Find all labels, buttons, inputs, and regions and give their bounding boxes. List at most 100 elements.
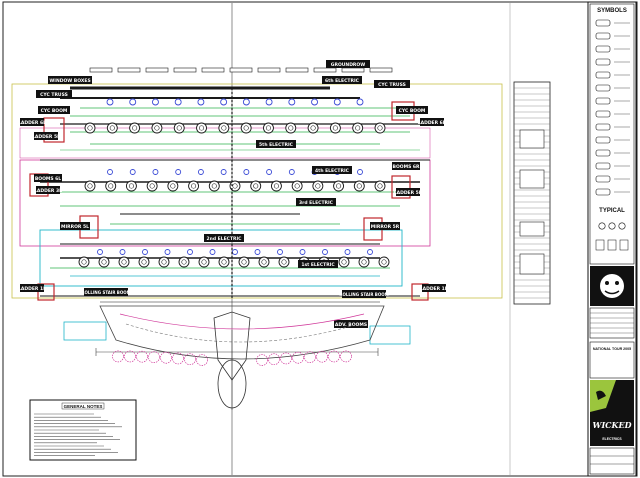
fixture-lens [356,183,362,189]
fixture-lens [315,183,321,189]
lighting-fixture-icon [352,122,364,134]
fixture-lens [108,183,114,189]
svg-text:LADDER 1L: LADDER 1L [18,286,46,292]
label-ladder-1r: LADDER 1R [420,284,449,292]
svg-text:MIRROR 5R: MIRROR 5R [371,224,400,230]
label-rolling-stair-sl: ROLLING STAIR BOOM [81,288,131,296]
apron [95,305,385,360]
lighting-fixture-icon [129,98,137,106]
lighting-fixture-icon [146,180,158,192]
top-position-box [145,67,169,73]
lighting-fixture-icon [198,256,210,268]
typical-box [607,239,617,251]
fixture-lens [241,259,247,265]
svg-text:GENERAL NOTES: GENERAL NOTES [64,404,103,409]
symbol-swatch [595,110,611,118]
lighting-fixture-icon [152,169,159,175]
fixture-lens [336,183,342,189]
fixture-lens [288,125,294,131]
fixture-lens [198,125,205,131]
lighting-fixture-icon [344,249,351,255]
label-5th-electric: 5th ELECTRIC [256,140,296,148]
svg-text:CYC TRUSS: CYC TRUSS [40,92,68,98]
label-mirror-sr: MIRROR 5R [370,222,400,230]
lighting-fixture-icon [322,249,328,255]
gear-tooth [256,354,268,366]
typical-box [619,239,629,251]
fixture-lens [81,259,87,265]
fixture-lens [377,183,383,189]
label-window-boxes: WINDOW BOXES [48,76,92,84]
svg-text:ADV. BOOMS: ADV. BOOMS [335,322,367,328]
lighting-fixture-icon [250,180,262,192]
lighting-fixture-icon [266,169,273,175]
gear-tooth [280,352,292,365]
lighting-fixture-icon [129,169,136,175]
fixture-lens [87,183,93,189]
lighting-fixture-icon [218,122,230,134]
lighting-fixture-icon [138,256,150,268]
lighting-fixture-icon [358,256,370,268]
label-6th-electric: 6th ELECTRIC [322,76,362,84]
fixture-lens [170,183,176,189]
lighting-fixture-icon [196,122,207,134]
gear-tooth [304,351,316,363]
svg-text:CYC BOOM: CYC BOOM [41,108,68,114]
svg-text:4th ELECTRIC: 4th ELECTRIC [315,168,350,174]
gear-tooth [112,350,124,363]
lighting-fixture-icon [357,169,363,175]
fixture-lens [294,183,300,189]
position-labels: WINDOW BOXES GROUNDROW 6th ELECTRIC CYC … [18,60,449,328]
lighting-fixture-icon [258,256,270,268]
lighting-fixture-icon [367,249,373,255]
general-notes-box: GENERAL NOTES [29,399,137,461]
ladder-sr-mid [391,175,411,199]
gear-tooth [160,351,172,364]
symbol-swatch [595,84,611,92]
lighting-fixture-icon [288,169,295,175]
lighting-fixture-icon [299,249,306,255]
gear-tooth [340,350,352,363]
lighting-fixture-icon [105,180,117,192]
gear-tooth [196,354,208,366]
legend-box [519,253,545,275]
lighting-fixture-icon [98,256,110,268]
label-cyc-boom-sr: CYC BOOM [396,106,428,114]
lighting-fixture-icon [240,122,252,134]
fixture-lens [101,259,107,265]
fixture-lens [361,259,367,265]
svg-text:ROLLING STAIR BOOM: ROLLING STAIR BOOM [81,290,130,295]
lighting-fixture-icon [265,98,273,106]
lighting-fixture-icon [175,169,182,175]
lighting-fixture-icon [288,98,296,106]
label-ladder-1l: LADDER 1L [18,284,46,292]
fixture-lens [232,183,238,189]
lighting-fixture-icon [106,122,118,134]
svg-text:6th ELECTRIC: 6th ELECTRIC [325,78,360,84]
lighting-fixture-icon [97,249,103,255]
fixture-lens [273,183,279,189]
fixture-lens [355,125,361,131]
lighting-fixture-icon [254,249,261,255]
fixture-lens [161,259,167,265]
lighting-fixture-icon [106,98,114,106]
lighting-fixture-icon [78,256,90,268]
title-block: SYMBOLS TYPICAL NATIONAL TOUR 2005 WICKE… [587,1,637,477]
fixture-lens [176,125,182,131]
svg-text:1st ELECTRIC: 1st ELECTRIC [301,262,335,268]
label-3rd-electric: 3rd ELECTRIC [296,198,336,206]
lighting-fixture-icon [188,180,200,192]
lighting-fixture-icon [119,249,126,255]
top-position-box [369,67,393,73]
lighting-fixture-icon [338,256,350,268]
gear-tooth [328,350,340,363]
lighting-fixture-icon [312,180,324,192]
typical-fixture-icon [598,222,606,230]
typical-fixture-icon [618,222,626,230]
lighting-fixture-icon [197,98,205,106]
lighting-fixture-icon [232,249,238,255]
tour-box [589,341,635,379]
fixture-lens [261,259,267,265]
lighting-fixture-icon [278,256,290,268]
